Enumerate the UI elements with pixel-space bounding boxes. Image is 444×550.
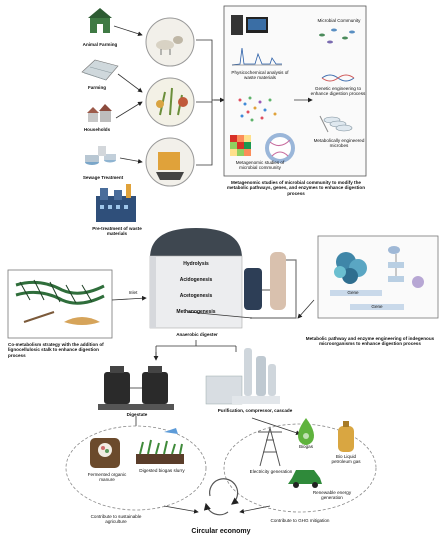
- dna-icon: [321, 74, 355, 82]
- label-metagenomic-studies: Metagenomic studies of microbial communi…: [235, 160, 285, 171]
- label-sustainable-agriculture: Contribute to sustainable agriculture: [90, 514, 142, 525]
- animal-farming-circle: [145, 17, 195, 67]
- purification-plant: [205, 348, 280, 405]
- car-icon: [288, 470, 322, 488]
- gene-bar-2: [350, 304, 404, 310]
- barn-icon: [88, 8, 112, 33]
- stage-acidogenesis: Acidogenesis: [179, 277, 213, 283]
- label-circular-economy: Circular economy: [191, 528, 251, 535]
- label-gene-2: Gene: [371, 304, 383, 309]
- label-microbial-community: Microbial Community: [317, 18, 361, 23]
- label-gene-1: Gene: [347, 290, 359, 295]
- power-tower-icon: [258, 426, 282, 467]
- heatmap-icon: [230, 135, 251, 156]
- petri-dishes-icon: [319, 115, 353, 133]
- digestate-tanks: [98, 366, 174, 410]
- label-biogas-slurry: Digested biogas slurry: [139, 468, 185, 473]
- gas-holder-icon: [244, 252, 297, 319]
- label-digestate: Digestate: [126, 412, 148, 417]
- label-purification: Purification, compressor, cascade: [217, 408, 293, 413]
- circos-plot-icon: [265, 133, 295, 163]
- manure-bag-icon: [90, 438, 120, 468]
- lignocellulose-icon: [15, 279, 105, 325]
- digester-tank: [149, 228, 243, 329]
- label-enzyme-caption: Metabolic pathway and enzyme engineering…: [305, 336, 435, 347]
- label-sewage-treatment: Sewage Treatment: [82, 175, 124, 180]
- label-biogas: Biogas: [298, 444, 314, 449]
- energy-cycle: [223, 423, 377, 513]
- label-farming: Farming: [87, 85, 107, 90]
- greenhouse-icon: [81, 59, 119, 81]
- label-anaerobic-digester: Anaerobic digester: [176, 332, 218, 337]
- label-households: Households: [83, 127, 111, 132]
- label-genetic-engineering: Genetic engineering to enhance digestion…: [310, 86, 366, 97]
- farming-circle: [145, 77, 195, 127]
- label-renewable: Renewable energy generation: [312, 490, 352, 501]
- cometabolism-box: [7, 269, 113, 339]
- lpg-cylinder-icon: [338, 421, 354, 452]
- label-physicochemical: Physicochemical analysis of waste materi…: [231, 70, 289, 81]
- label-cometabolism: Co-metabolism strategy with the addition…: [8, 342, 104, 358]
- label-pretreatment: Pre-treatment of waste materials: [92, 226, 142, 237]
- slurry-field-icon: [136, 428, 184, 464]
- label-metabolic-microbes: Metabolically engineered microbes: [313, 138, 365, 149]
- recycle-icon: [203, 478, 239, 516]
- chromatogram-icon: [231, 47, 282, 66]
- pathway-icon: [388, 246, 424, 288]
- factory-icon: [96, 184, 136, 222]
- agriculture-cycle: [65, 425, 207, 511]
- stage-methanogenesis: Methanogenesis: [176, 309, 216, 315]
- label-electricity: Electricity generation: [249, 469, 293, 474]
- label-fermented-manure: Fermented organic manure: [87, 472, 127, 483]
- label-inlet: Inlet: [128, 290, 138, 295]
- microbes-icon: [319, 28, 355, 44]
- protein-structure-icon: [334, 252, 367, 284]
- gene-bar-1: [330, 290, 382, 296]
- biogas-drop-icon: [298, 418, 314, 445]
- houses-icon: [87, 104, 112, 122]
- households-circle: [145, 137, 195, 187]
- stage-acetogenesis: Acetogenesis: [179, 293, 213, 299]
- stage-hydrolysis: Hydrolysis: [183, 261, 209, 267]
- label-ghg-mitigation: Contribute to GHG mitigation: [270, 518, 330, 523]
- computer-icon: [231, 15, 268, 35]
- label-bio-lpg: Bio Liquid petroleum gas: [331, 454, 361, 465]
- label-omics-caption: Metagenomic studies of microbial communi…: [226, 180, 366, 196]
- scatter-plot-icon: [238, 96, 277, 122]
- sewage-plant-icon: [85, 146, 116, 165]
- label-animal-farming: Animal Farming: [82, 42, 118, 47]
